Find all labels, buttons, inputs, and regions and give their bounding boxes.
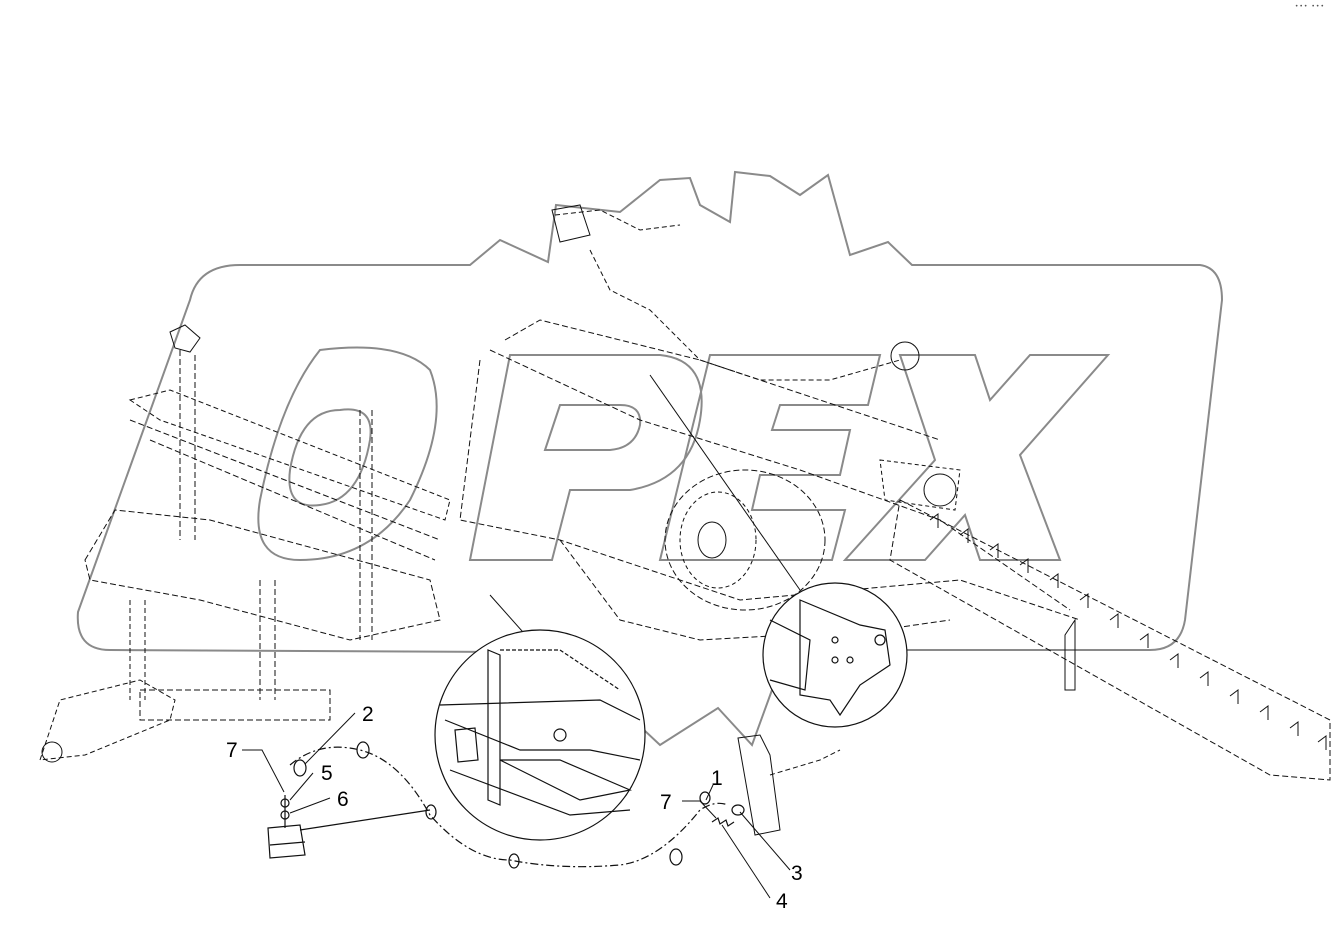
pulley-upper [890,341,920,371]
cable-to-bracket [299,809,431,831]
left-post [179,350,196,540]
frame-vertical-2 [259,580,276,700]
drive-bracket-top [551,204,591,243]
leader-4 [721,824,771,899]
mount-bracket-link [769,749,841,776]
leader-1 [705,784,714,801]
left-post-top [169,324,201,353]
detail-left-post [487,649,501,806]
wheel-hub [697,521,727,559]
hitch-eye [41,741,63,763]
detail-left-beam-lower [449,769,631,816]
cable-route [289,746,729,868]
detail-left-clip [454,727,479,763]
deck-edge [504,319,941,441]
pulley-lower [923,473,957,507]
watermark-letter-p [468,354,703,561]
detail-left-channel [499,759,633,801]
leader-3 [739,811,791,871]
callout-labels: 1 2 3 4 5 6 7 7 [226,703,803,913]
leader-7-right [682,800,717,819]
frame-beam-lower [84,509,441,641]
cable-ring-1 [293,759,307,777]
watermark-letter-o [257,346,438,562]
deck-lower [559,539,951,641]
detail-circle-left [434,629,646,841]
machine-drawing [39,204,1331,836]
frame-beam-middle [129,419,441,561]
cable-ring-2 [356,741,370,759]
detail-left-bolt [553,728,567,742]
detail-right-hole-3 [846,656,854,664]
callout-4: 4 [776,890,788,913]
callout-leaders [242,712,791,899]
mount-bracket [737,734,781,836]
drive-linkage [554,209,901,381]
leader-2 [304,712,356,765]
frame-crossbar [139,689,331,721]
detail-left-frame-top [500,649,621,691]
detail-right-hole-1 [831,636,839,644]
fitting-spring [711,817,735,827]
watermark-logo [76,170,1224,747]
wheel-rim [679,491,757,589]
deck-upper [489,349,1071,611]
fitting-clamp [731,804,745,816]
cable-assembly [267,741,745,869]
callout-5: 5 [321,762,333,785]
detail-circle-right [762,582,908,728]
cable-ring-3 [425,804,437,820]
fitting-ring-1 [699,791,711,805]
drive-chain-lower [879,459,961,511]
wheel-tire [664,469,826,611]
callout-3: 3 [791,862,803,885]
sensor-nut-6 [280,810,290,820]
detail-right-hole-4 [874,634,886,646]
deck-main [459,359,1081,621]
sensor-nut-5 [280,798,290,808]
cable-ring-5 [669,848,683,866]
corner-mark: ••• ••• [1294,3,1325,10]
detail-right-hole-2 [831,656,839,664]
pickup-teeth [929,513,1327,750]
sensor-block [267,824,306,859]
watermark-letter-x [842,354,1111,561]
pickup-beam [889,499,1331,781]
detail-left-rail-top [439,699,641,721]
leader-7-left [242,749,285,793]
frame-beam-upper [128,389,451,521]
detail-right-plate [799,599,891,717]
cable-ring-4 [508,853,520,869]
callout-2: 2 [362,703,374,726]
hitch-drawbar [39,679,176,761]
detail-left-rail [444,719,641,761]
watermark-gear-outline [76,170,1224,747]
detail-right-bracket [769,619,811,691]
detail-leader-right [649,374,801,591]
leader-6 [289,797,331,814]
callout-6: 6 [337,788,349,811]
leader-5 [289,772,314,801]
pickup-end-plate [1064,618,1076,691]
callout-7-left: 7 [226,739,238,762]
callout-7-right: 7 [660,791,672,814]
detail-view-left [434,629,646,841]
frame-leg-left [129,600,146,700]
watermark-letter-e [658,354,882,561]
detail-view-right [762,582,908,728]
frame-vertical-1 [359,410,373,640]
callout-1: 1 [711,767,723,790]
